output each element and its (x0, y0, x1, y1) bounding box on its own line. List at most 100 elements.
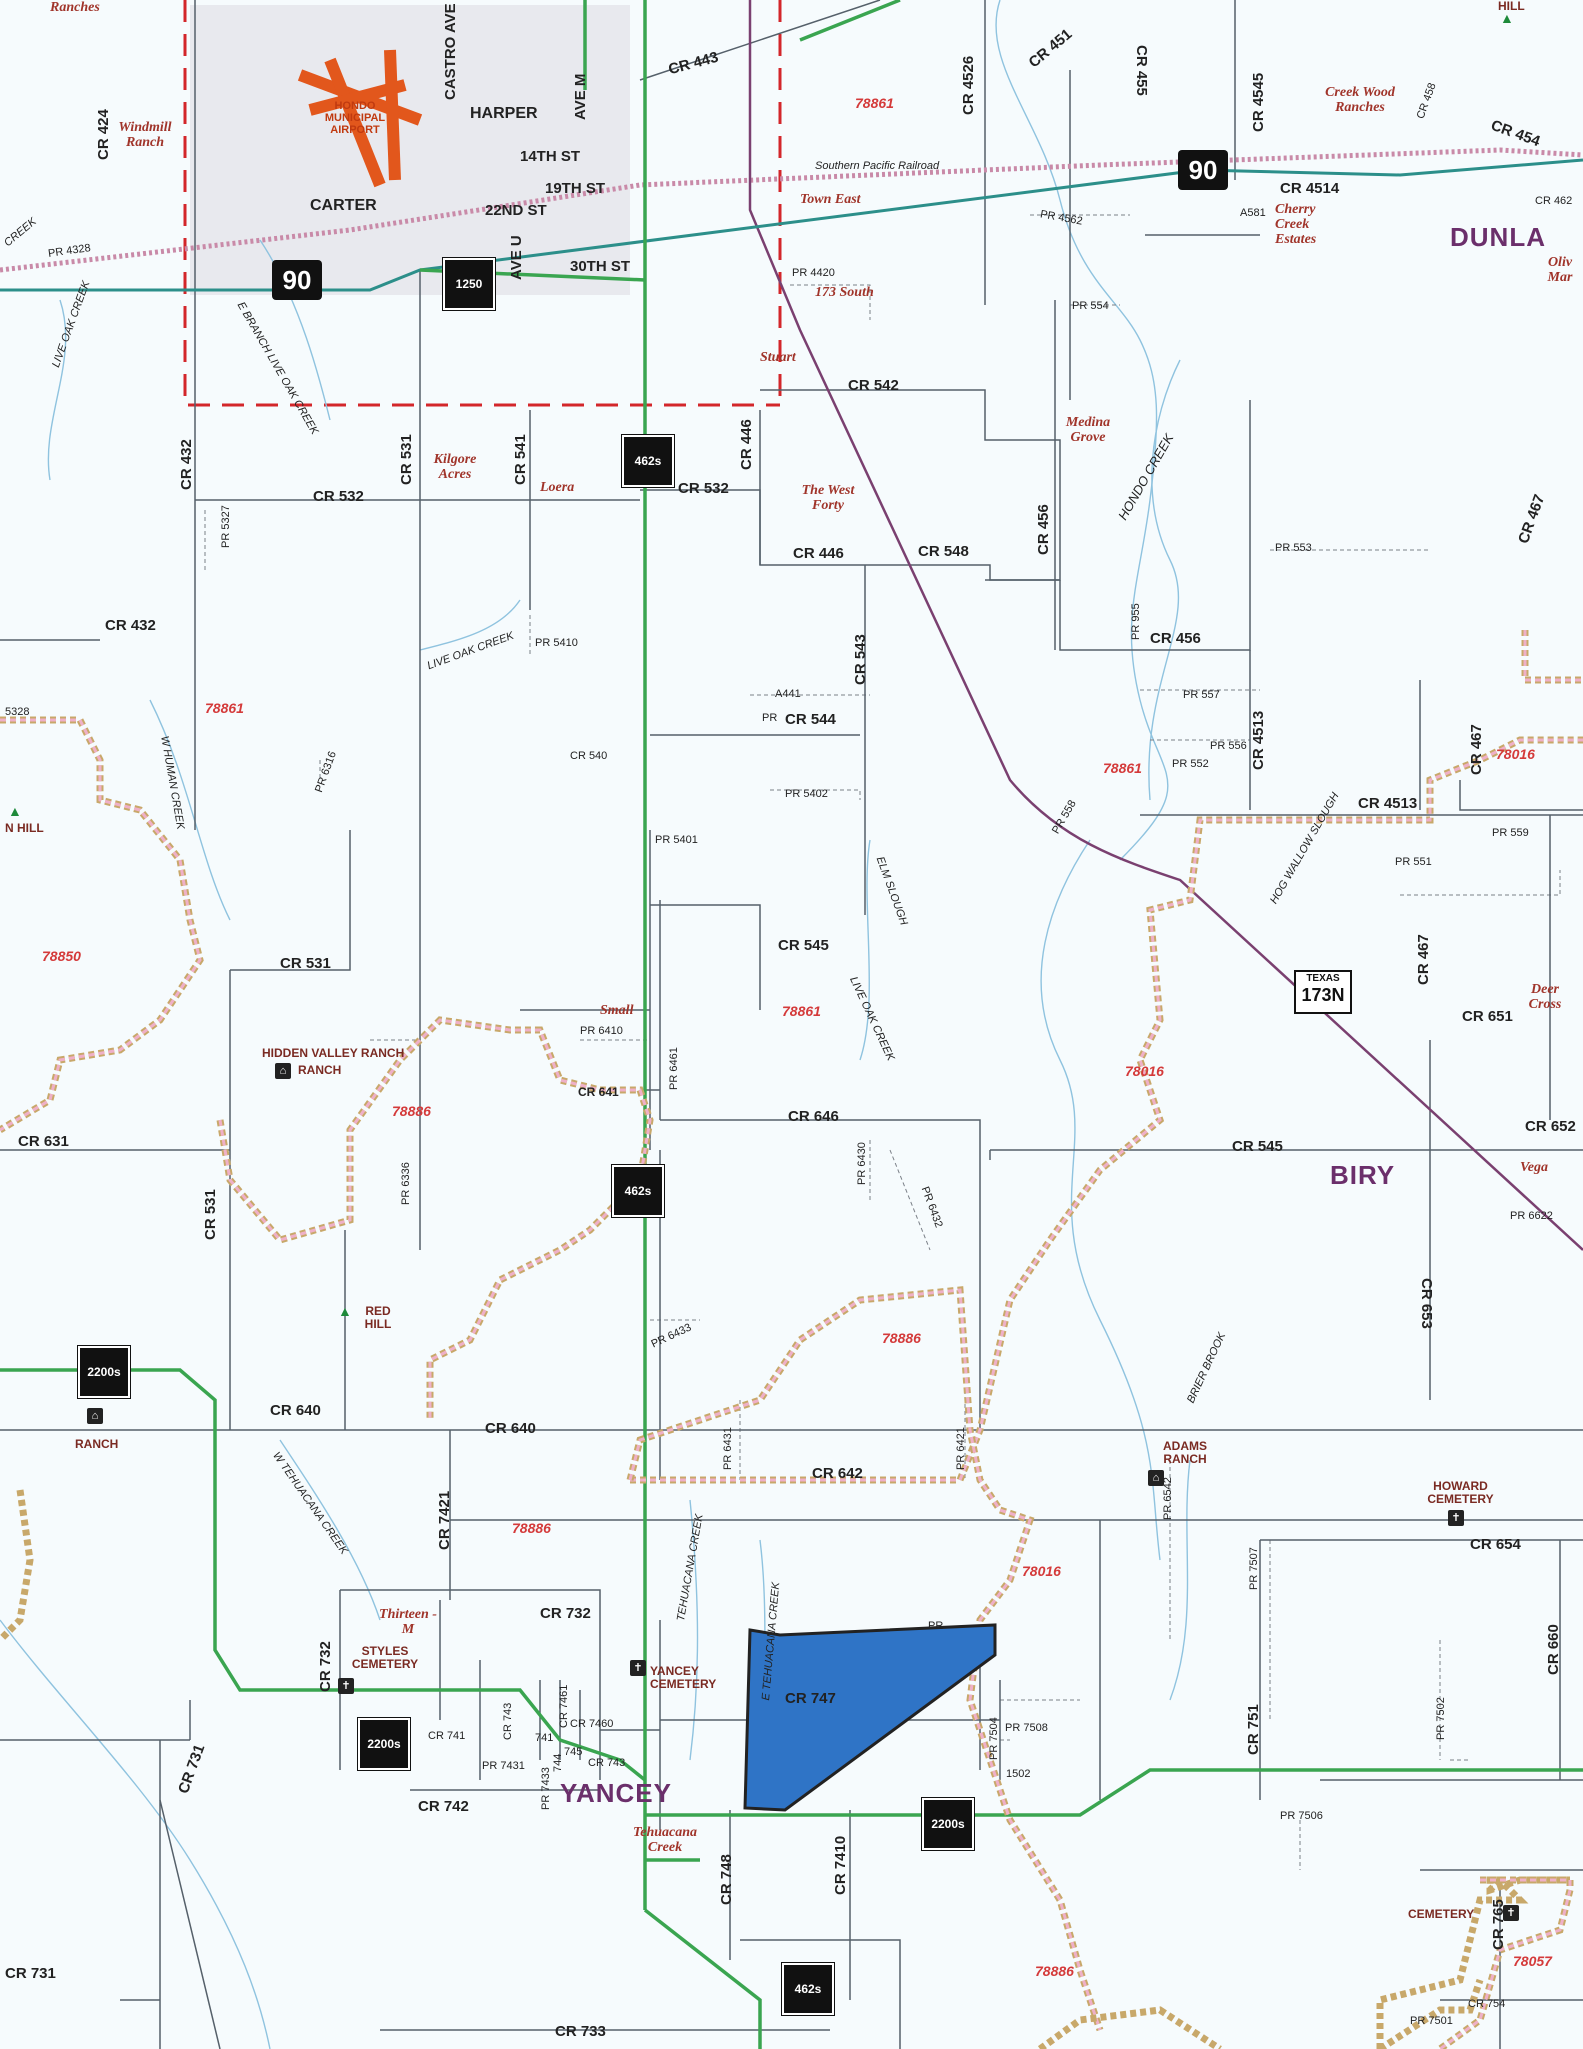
street-19th: 19TH ST (545, 180, 606, 197)
road-cr424: CR 424 (95, 109, 112, 160)
road-cr743-b: CR 743 (588, 1757, 626, 1769)
zip-label-4: 78861 (1103, 760, 1142, 776)
road-cr4545: CR 4545 (1250, 72, 1267, 132)
zip-label-13: 78057 (1513, 1953, 1552, 1969)
ranch-icon-3: ⌂ (1148, 1470, 1164, 1486)
road-pr6336: PR 6336 (400, 1162, 412, 1205)
road-cr7461: CR 7461 (558, 1684, 570, 1728)
label-harper: HARPER (470, 105, 538, 122)
ranch-icon: ⌂ (275, 1063, 291, 1079)
road-cr4526: CR 4526 (960, 55, 977, 115)
road-cr742: CR 742 (418, 1798, 469, 1815)
road-cr751: CR 751 (1245, 1704, 1262, 1755)
cemetery-icon-3: ✝ (1448, 1510, 1464, 1526)
road-cr548: CR 548 (918, 543, 969, 560)
road-pr7507: PR 7507 (1248, 1547, 1260, 1590)
highlighted-parcel (743, 1623, 997, 1812)
creeks (0, 0, 1191, 2049)
road-pr-544: PR (762, 712, 778, 724)
road-cr741: CR 741 (428, 1730, 466, 1742)
road-5328: 5328 (5, 706, 30, 718)
place-vega: Vega (1520, 1160, 1548, 1175)
feature-cemetery: CEMETERY (1408, 1907, 1475, 1921)
airport-runways (297, 49, 423, 188)
road-cr455: CR 455 (1133, 45, 1150, 96)
zip-boundaries (0, 630, 1583, 2049)
road-pr6430: PR 6430 (856, 1142, 868, 1185)
zip-label-3: 78861 (782, 1003, 821, 1019)
road-cr542: CR 542 (848, 377, 899, 394)
feature-hidden-valley: HIDDEN VALLEY RANCH (262, 1047, 404, 1060)
road-cr4514: CR 4514 (1280, 180, 1340, 197)
mountain-icon-2: ▲ (1500, 10, 1514, 26)
road-pr6410: PR 6410 (580, 1025, 623, 1037)
road-cr544: CR 544 (785, 711, 836, 728)
town-dunlay: DUNLA (1450, 222, 1546, 252)
feature-adams: ADAMS RANCH (1163, 1439, 1207, 1466)
zip-label-7: 78886 (882, 1330, 921, 1346)
place-deer: Deer Cross (1528, 982, 1562, 1012)
road-cr4513-a: CR 4513 (1250, 710, 1267, 770)
zip-label-9: 78016 (1125, 1063, 1164, 1079)
label-airport: HONDO MUNICIPAL AIRPORT (324, 100, 386, 136)
road-cr7410: CR 7410 (832, 1835, 849, 1895)
fm-462-shield-2: 462s (611, 1164, 665, 1218)
feature-yancey-cem: YANCEY CEMETERY (650, 1664, 717, 1691)
cemetery-icon: ✝ (338, 1678, 354, 1694)
road-cr467-c: CR 467 (1415, 934, 1432, 985)
road-cr732-b: CR 732 (317, 1641, 334, 1692)
fm-462-shield-3: 462s (781, 1962, 835, 2016)
road-cr446-b: CR 446 (793, 545, 844, 562)
road-cr631: CR 631 (18, 1133, 69, 1150)
road-cr641: CR 641 (578, 1085, 619, 1099)
hidden-valley-ranch: RANCH (298, 1063, 342, 1077)
cemetery-icon-4: ✝ (1503, 1905, 1519, 1921)
road-cr652: CR 652 (1525, 1118, 1576, 1135)
road-a581: A581 (1240, 207, 1266, 219)
place-west-forty: The West Forty (801, 483, 855, 513)
place-olive: Oliv Mar (1547, 255, 1573, 285)
fm-1250-shield: 1250 (442, 257, 496, 311)
road-pr6461: PR 6461 (668, 1047, 680, 1090)
road-pr955: PR 955 (1130, 603, 1142, 640)
railroad-sp (0, 147, 1583, 273)
road-pr7506: PR 7506 (1280, 1810, 1323, 1822)
place-creekwood: Creek Wood Ranches (1325, 85, 1395, 115)
feature-hill: HILL (1498, 0, 1525, 13)
cemetery-icon-2: ✝ (630, 1660, 646, 1676)
road-cr754: CR 754 (1468, 1998, 1506, 2010)
road-pr-7458: PR (928, 1620, 944, 1632)
road-cr4513-b: CR 4513 (1358, 795, 1418, 812)
street-30th: 30TH ST (570, 258, 631, 275)
road-cr462: CR 462 (1535, 195, 1573, 207)
road-744: 744 (552, 1753, 564, 1772)
place-cherry: Cherry Creek Estates (1275, 202, 1317, 247)
place-kilgore: Kilgore Acres (433, 452, 477, 482)
road-pr551: PR 551 (1395, 856, 1432, 868)
mountain-icon: ▲ (338, 1303, 352, 1319)
fm-2200-shield-3: 2200s (921, 1797, 975, 1851)
road-cr456-a: CR 456 (1035, 504, 1052, 555)
feature-howard: HOWARD CEMETERY (1427, 1479, 1494, 1506)
road-cr7460: CR 7460 (570, 1718, 614, 1730)
road-cr732-a: CR 732 (540, 1605, 591, 1622)
place-ranches: Ranches (50, 0, 100, 15)
road-cr532-a: CR 532 (313, 488, 364, 505)
place-loera: Loera (540, 480, 575, 495)
road-pr6431: PR 6431 (722, 1427, 734, 1470)
place-stuart: Stuart (760, 350, 796, 365)
street-14th: 14TH ST (520, 148, 581, 165)
road-cr733: CR 733 (555, 2023, 606, 2040)
road-cr541: CR 541 (512, 434, 529, 485)
road-pr552: PR 552 (1172, 758, 1209, 770)
place-small: Small (600, 1003, 634, 1018)
road-pr6622: PR 6622 (1510, 1210, 1553, 1222)
road-cr467-b: CR 467 (1468, 724, 1485, 775)
road-cr432-a: CR 432 (178, 439, 195, 490)
road-cr731-b: CR 731 (5, 1965, 56, 1982)
road-cr654: CR 654 (1470, 1536, 1521, 1553)
feature-red-hill: RED HILL (364, 1304, 392, 1331)
road-cr660: CR 660 (1545, 1624, 1562, 1675)
street-22nd: 22ND ST (485, 202, 547, 219)
